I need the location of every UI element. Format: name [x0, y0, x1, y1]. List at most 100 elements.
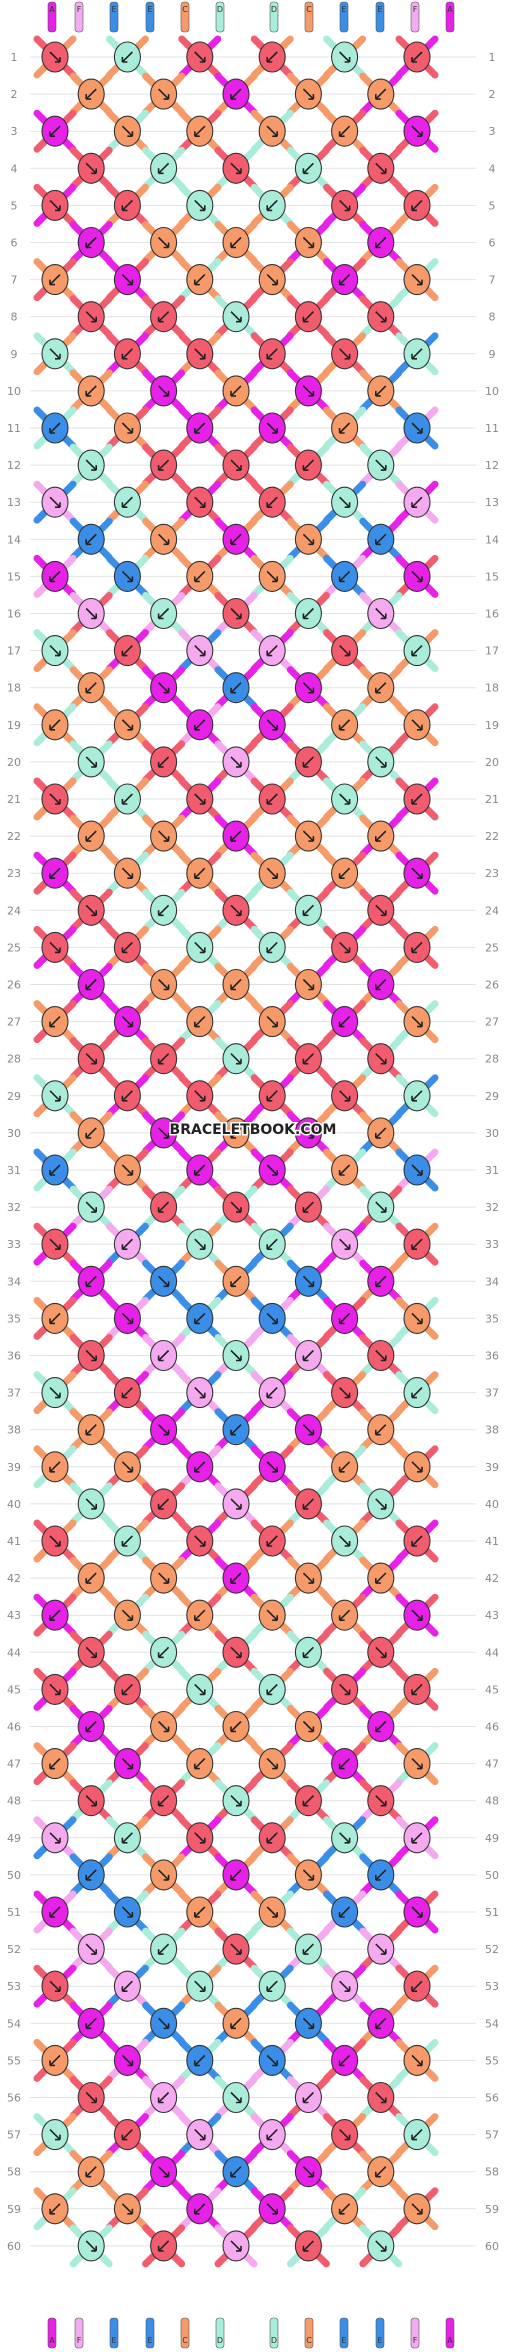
knot-arrow — [194, 793, 206, 805]
row-number-right: 36 — [485, 1350, 499, 1363]
knot-arrow — [194, 199, 206, 211]
knot-arrowhead — [85, 2171, 92, 2178]
knot-arrowhead — [411, 1689, 417, 1696]
row-number-left: 42 — [7, 1572, 21, 1585]
row-number-left: 24 — [7, 904, 21, 917]
row-number-right: 53 — [485, 1980, 499, 1993]
knot-arrow — [194, 1164, 206, 1176]
knot-arrow — [411, 274, 423, 286]
knot-arrowhead — [157, 168, 164, 175]
knot-arrow — [230, 682, 242, 694]
strand-label-top: E — [147, 5, 152, 14]
knot-arrowhead — [272, 1615, 278, 1621]
knot-arrowhead — [272, 2060, 278, 2067]
knot-arrow — [230, 2017, 242, 2029]
strand-end — [410, 2317, 420, 2349]
knot-arrowhead — [411, 1986, 417, 1992]
knot-arrowhead — [266, 947, 273, 954]
knot-arrowhead — [411, 1392, 417, 1399]
knot-arrowhead — [85, 984, 92, 991]
knot-arrowhead — [230, 539, 236, 546]
knot-arrow — [158, 1127, 170, 1139]
knot-arrow — [85, 533, 97, 545]
knot-arrow — [49, 2054, 61, 2066]
knot-arrowhead — [163, 1429, 170, 1436]
knot-arrow — [85, 904, 97, 916]
knot-arrow — [411, 1312, 423, 1324]
strand-start — [74, 1, 84, 33]
knot-arrow — [302, 311, 314, 323]
knot-arrowhead — [199, 1689, 206, 1696]
knot-arrow — [230, 2240, 242, 2252]
strand-label-bottom: F — [413, 2336, 418, 2345]
knot-arrowhead — [91, 316, 97, 323]
knot-arrowhead — [236, 1800, 242, 1807]
row-number-left: 43 — [7, 1609, 21, 1622]
knot-arrowhead — [194, 1466, 200, 1473]
knot-arrow — [375, 2091, 387, 2104]
knot-arrowhead — [417, 2060, 423, 2067]
strand-label-top: A — [49, 5, 55, 14]
row-number-right: 16 — [485, 608, 499, 621]
row-number-right: 8 — [489, 311, 496, 324]
knot-arrow — [158, 1943, 170, 1955]
knot-arrowhead — [266, 502, 273, 508]
knot-arrowhead — [230, 1874, 236, 1881]
knot-arrowhead — [236, 1503, 242, 1510]
knot-arrowhead — [55, 1541, 61, 1547]
knot-arrowhead — [194, 873, 200, 879]
knot-arrow — [302, 607, 314, 620]
knot-arrow — [194, 496, 206, 508]
knot-arrowhead — [49, 1021, 55, 1028]
knot-arrowhead — [272, 1021, 278, 1028]
knot-arrowhead — [194, 576, 200, 583]
knot-arrowhead — [344, 1541, 351, 1547]
knot-arrow — [121, 1461, 133, 1473]
knot-arrowhead — [163, 1132, 170, 1139]
knot-arrow — [85, 236, 97, 249]
row-number-left: 36 — [7, 1350, 21, 1363]
knot-arrow — [230, 1127, 242, 1139]
knot-arrowhead — [344, 353, 351, 360]
strand-paths — [33, 35, 439, 2268]
knot-arrow — [302, 1646, 314, 1658]
knot-arrowhead — [344, 1837, 351, 1844]
knot-arrow — [266, 1238, 278, 1250]
strand-label-bottom: C — [182, 2336, 188, 2345]
knot-arrowhead — [49, 1466, 55, 1473]
knot-arrowhead — [157, 2245, 164, 2252]
knot-arrowhead — [157, 761, 164, 768]
row-number-left: 2 — [11, 88, 18, 101]
row-number-right: 2 — [489, 88, 496, 101]
knot-arrow — [158, 1572, 170, 1584]
knot-arrowhead — [230, 984, 236, 991]
knot-arrowhead — [121, 650, 128, 657]
knot-arrow — [339, 1461, 351, 1473]
knot-arrowhead — [230, 94, 236, 100]
knot-arrowhead — [344, 1244, 351, 1250]
knot-arrowhead — [417, 1170, 423, 1176]
row-number-left: 59 — [7, 2203, 21, 2216]
knot-arrowhead — [163, 687, 170, 694]
knot-arrow — [375, 311, 387, 323]
knot-arrowhead — [266, 1392, 273, 1399]
knot-arrow — [375, 1498, 387, 1510]
knot-arrowhead — [230, 2171, 236, 2178]
knot-arrow — [49, 348, 61, 360]
knot-arrowhead — [266, 1837, 273, 1844]
knot-arrow — [194, 2203, 206, 2215]
knot-arrowhead — [121, 205, 128, 212]
knot-arrow — [339, 348, 351, 360]
row-number-right: 40 — [485, 1498, 499, 1511]
knot-arrowhead — [380, 1058, 387, 1065]
knot-arrow — [121, 1535, 133, 1547]
knot-arrowhead — [272, 1763, 278, 1770]
knot-arrowhead — [236, 1207, 242, 1213]
knot-arrow — [375, 1795, 387, 1807]
knot-arrowhead — [380, 168, 387, 175]
knot-arrowhead — [308, 1874, 315, 1881]
knot-arrow — [411, 793, 423, 805]
knot-arrow — [375, 682, 387, 694]
knot-arrow — [266, 1535, 278, 1547]
knot-arrow — [302, 756, 314, 768]
